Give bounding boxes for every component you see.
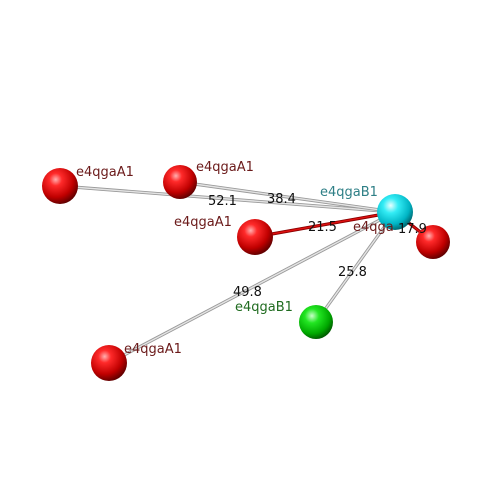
distance-label-right: 17.9 — [398, 222, 427, 237]
atom-far_left[interactable] — [42, 168, 78, 204]
bond-center-far_left — [58, 184, 397, 214]
atom-upper_mid[interactable] — [163, 165, 197, 199]
distance-label-lower_left: 49.8 — [233, 285, 262, 300]
distance-label-green: 25.8 — [338, 265, 367, 280]
distance-label-upper_mid: 38.4 — [267, 192, 296, 207]
atom-label-mid: e4qgaA1 — [174, 215, 232, 230]
atom-label-center: e4qgaB1 — [320, 185, 378, 200]
atom-right[interactable] — [416, 225, 450, 259]
bond-center-mid — [253, 210, 397, 239]
atom-label-green: e4qgaB1 — [235, 300, 293, 315]
atom-label-lower_left: e4qgaA1 — [124, 342, 182, 357]
atom-green[interactable] — [299, 305, 333, 339]
atom-center[interactable] — [377, 194, 413, 230]
bond-center-green — [314, 210, 397, 324]
atom-label-far_left: e4qgaA1 — [76, 165, 134, 180]
bond-center-lower_left — [107, 210, 397, 365]
atom-label-upper_mid: e4qgaA1 — [196, 160, 254, 175]
atom-mid[interactable] — [237, 219, 273, 255]
distance-label-far_left: 52.1 — [208, 194, 237, 209]
atom-label-right: e4qga — [353, 220, 394, 235]
bond-center-upper_mid — [178, 180, 397, 214]
atom-lower_left[interactable] — [91, 345, 127, 381]
distance-label-mid: 21.5 — [308, 220, 337, 235]
